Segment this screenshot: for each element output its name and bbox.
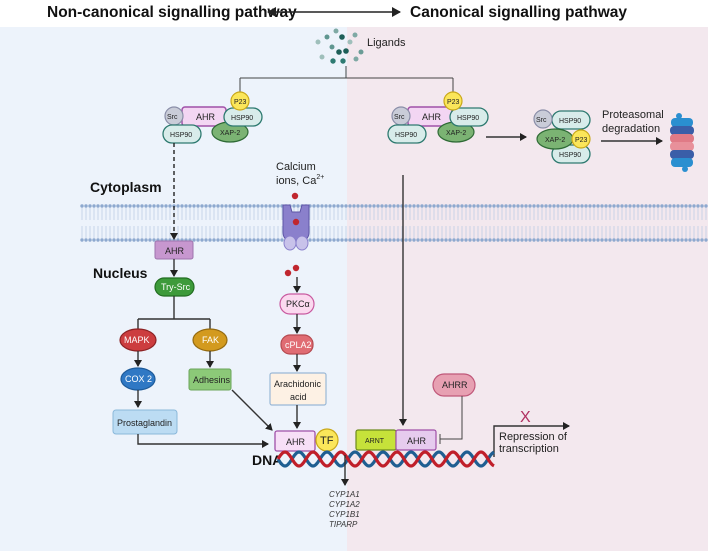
cytoplasm-label: Cytoplasm [90,179,162,195]
ahrr-pill [432,373,476,397]
hsp90-label: HSP90 [231,115,253,122]
repression-label-line1: Repression of [499,431,568,443]
adhesins-box [188,368,232,391]
try-src-branch-line [137,296,211,329]
ahr-label: AHR [422,112,442,122]
hsp90-label: HSP90 [559,152,581,159]
cox2-label: COX 2 [125,374,152,384]
canonical-ahr-label: AHR [407,436,427,446]
ahrr-inhibition-line [439,396,463,444]
dissociated-complex: HSP90 Src HSP90 XAP-2 P23 [533,109,591,164]
dna-label: DNA [252,452,282,468]
dna-double-helix [276,450,495,468]
p23-label: P23 [234,99,247,106]
ligands-icon [315,28,364,64]
proteasomal-label-line2: degradation [602,123,660,135]
gene-cyp1a2: CYP1A2 [329,500,360,509]
xap2-label: XAP-2 [545,137,565,144]
arrow-prostaglandin-to-ahr [137,434,269,448]
p23-label: P23 [447,99,460,106]
nucleus-label: Nucleus [93,265,148,281]
p23-circle [230,91,250,111]
calcium-label-line2: ions, Ca2+ [276,174,324,187]
arachidonic-acid-box [269,372,327,406]
p23-circle [571,129,591,149]
non-canonical-title: Non-canonical signalling pathway [47,4,297,21]
cpla2-label: cPLA2 [285,340,312,350]
p23-label: P23 [575,137,588,144]
hsp90-label: HSP90 [457,115,479,122]
hsp90-pill [449,107,489,127]
src-circle [533,109,553,129]
canonical-panel [347,27,708,551]
canonical-ahr-box [395,429,437,451]
calcium-channel-icon [282,204,310,251]
mapk-label: MAPK [124,335,150,345]
canonical-title: Canonical signalling pathway [410,4,627,21]
try-src-label: Try-Src [161,282,191,292]
arnt-label: ARNT [365,438,385,445]
ligand-branch-line [239,66,454,95]
hsp90-pill [387,124,427,144]
nuclear-ahr-label: AHR [286,437,306,447]
xap2-label: XAP-2 [220,130,240,137]
hsp90-label: HSP90 [170,132,192,139]
arrow-adhesins-to-ahr [231,389,273,431]
ahrr-label: AHRR [442,380,468,390]
arachidonic-label-line2: acid [290,392,307,402]
dna-strand-red [276,450,495,468]
p23-circle [443,91,463,111]
hsp90-label: HSP90 [395,132,417,139]
hsp90-label: HSP90 [559,118,581,125]
gene-tiparp: TIPARP [329,520,358,529]
adhesins-label: Adhesins [193,375,231,385]
cytoplasmic-complex-left: AHR Src HSP90 XAP-2 HSP90 P23 [162,91,263,144]
ahr-label: AHR [196,112,216,122]
tf-label: TF [320,435,334,447]
proteasomal-label-line1: Proteasomal [602,109,664,121]
src-label: Src [167,114,178,121]
calcium-label-line1: Calcium [276,161,316,173]
prostaglandin-label: Prostaglandin [117,418,172,428]
xap2-label: XAP-2 [446,130,466,137]
src-label: Src [394,114,405,121]
hsp90-pill [551,144,591,164]
prostaglandin-box [112,409,178,435]
arachidonic-label-line1: Arachidonic [274,379,322,389]
dna-strand-blue [276,450,495,468]
repression-label-line2: transcription [499,443,559,455]
nuclear-ahr-box [274,430,316,452]
blocked-x-mark: X [520,409,531,426]
ahr-nuclear-label: AHR [165,246,185,256]
gene-cyp1b1: CYP1B1 [329,510,360,519]
transcription-arrow [493,422,570,457]
src-label: Src [536,117,547,124]
gene-cyp1a1: CYP1A1 [329,490,360,499]
fak-label: FAK [202,335,219,345]
cytoplasmic-complex-right: AHR Src HSP90 XAP-2 HSP90 P23 [387,91,489,144]
ligands-label: Ligands [367,37,406,49]
cell-membrane [80,204,708,242]
hsp90-pill [162,124,202,144]
pkca-label: PKCα [286,299,310,309]
calcium-ions-icon [284,192,300,277]
proteasome-icon [670,113,694,172]
